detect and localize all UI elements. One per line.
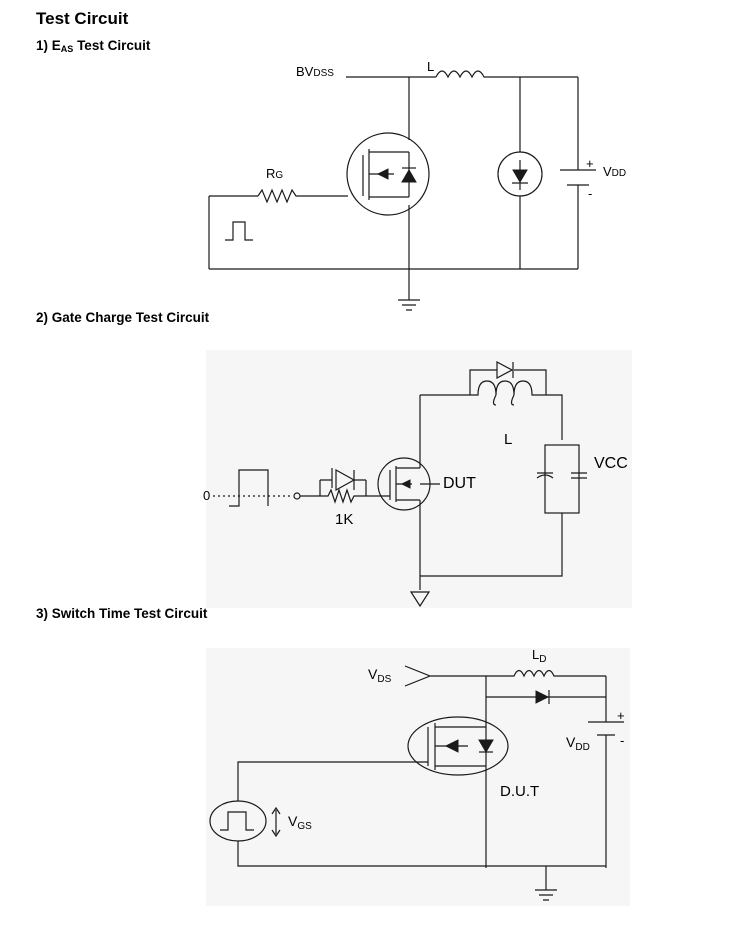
ground-triangle — [409, 591, 431, 608]
minus-sign: - — [620, 733, 624, 748]
ground-symbol — [398, 299, 420, 311]
freewheel-diode-bar — [512, 160, 528, 190]
battery-vdd — [588, 721, 624, 736]
vds-label: VDS — [368, 666, 392, 685]
circuit-background — [206, 648, 630, 906]
inductor-label: L — [427, 59, 434, 74]
ld-inductor — [486, 669, 606, 678]
minus-sign: - — [588, 186, 592, 201]
pulse-waveform — [229, 469, 269, 507]
section-2-heading: 2) Gate Charge Test Circuit — [36, 310, 209, 325]
ld-label: LD — [532, 647, 546, 665]
vcc-label: VCC — [594, 455, 628, 472]
section-title: Gate Charge Test Circuit — [51, 310, 210, 325]
rg-label: RG — [266, 166, 283, 181]
body-diode — [478, 739, 494, 753]
gate-loop-wire — [208, 195, 258, 269]
capacitor-left — [536, 472, 554, 479]
section-title-subscript: AS — [60, 44, 74, 54]
plus-sign: + — [617, 708, 625, 723]
section-number: 2) — [36, 310, 49, 325]
inductor-label: L — [504, 431, 512, 448]
bypass-diode — [496, 361, 514, 379]
bottom-wire — [419, 513, 563, 590]
inductor-l — [435, 70, 578, 79]
dut-label: D.U.T — [500, 783, 539, 800]
capacitor-right — [571, 472, 587, 479]
pulse-symbol — [225, 221, 253, 241]
vgs-arrow — [271, 806, 281, 838]
inductor-bypass-wire — [469, 369, 547, 395]
section-number: 1) — [36, 38, 49, 53]
zero-label: 0 — [203, 488, 210, 503]
section-1-heading: 1) EAS Test Circuit — [36, 38, 150, 54]
battery-vdd — [560, 169, 596, 186]
bvdss-label: BVDSS — [296, 64, 334, 79]
dut-arrow — [444, 739, 459, 753]
dut-channel — [434, 723, 486, 770]
ground-symbol — [535, 889, 557, 901]
mosfet-channel — [368, 149, 409, 200]
network-diode — [335, 468, 356, 492]
vdd-label: VDD — [566, 734, 590, 753]
section-title: E — [51, 38, 61, 53]
page-title: Test Circuit — [36, 9, 129, 28]
mosfet-circle — [346, 132, 430, 216]
inductor-coil — [470, 380, 546, 406]
vds-arrow — [404, 665, 486, 687]
section-number: 3) — [36, 606, 49, 621]
gate-drive-wire — [237, 761, 486, 867]
freewheel-diode — [535, 690, 550, 704]
vgs-label: VGS — [288, 813, 312, 832]
section-3-heading: 3) Switch Time Test Circuit — [36, 606, 207, 621]
top-wire — [420, 394, 563, 440]
section-title: Switch Time Test Circuit — [51, 606, 208, 621]
resistor-1k — [320, 488, 366, 504]
pulse-generator — [209, 800, 267, 842]
pulse-symbol — [220, 811, 254, 831]
section-title-rest: Test Circuit — [73, 38, 151, 53]
dut-label: DUT — [443, 475, 476, 492]
circuit-background — [206, 350, 632, 608]
plus-sign: + — [586, 156, 594, 171]
resistor-label: 1K — [335, 511, 353, 528]
dut-arrow — [400, 479, 411, 489]
return-wire — [486, 865, 606, 890]
mosfet-arrow — [376, 168, 389, 180]
dut-gate — [382, 470, 391, 500]
vdd-label: VDD — [603, 164, 626, 179]
dut-circle — [407, 716, 509, 776]
gate-network-wire — [300, 468, 382, 497]
body-diode — [401, 169, 417, 183]
gate-resistor-rg — [257, 188, 348, 204]
freewheel-diode-circle — [497, 151, 543, 197]
